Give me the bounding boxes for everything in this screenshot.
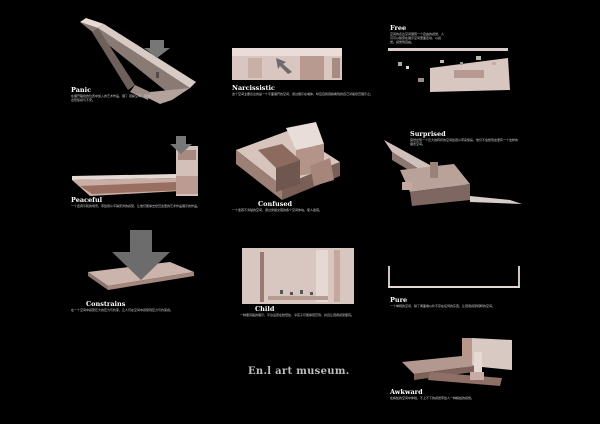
panel-label-narcissistic: Narcissistic — [232, 84, 275, 92]
page-title: En.l art museum. — [248, 366, 350, 377]
panel-caption-peaceful: 一个宽阔平和的场景，带给观众平静安详的感受，让他们能够去欣赏这里的艺术作品展示的… — [71, 204, 201, 208]
panel-caption-surprised: 突然出现一个巨大的转折的空间给观众带来惊喜，他们不会想到这里有一个这样的展览空间… — [410, 138, 519, 147]
panel-label-constrains: Constrains — [86, 300, 126, 308]
panel-caption-awkward: 在尴尬的空间中体验，不上不下的感觉带给人一种尴尬的感觉。 — [390, 396, 475, 400]
peaceful-model — [72, 136, 198, 196]
pure-model — [388, 266, 520, 288]
panel-label-surprised: Surprised — [410, 130, 446, 138]
surprised-model — [384, 140, 522, 206]
panel-caption-narcissistic: 这个空间主要表达的是一个平面展开的空间，通过展示在墙体，呼应自我观察看到的自己对… — [232, 92, 374, 96]
free-model — [388, 48, 510, 92]
panel-label-child: Child — [255, 305, 275, 313]
constrains-model — [88, 230, 194, 290]
panel-caption-child: 一种童真般的展示，平台设置在较低处，令孩子们能够观赏到，并且让观者感受童真。 — [240, 313, 355, 317]
panel-caption-constrains: 在一个空间中感受巨大的压力与约束，让人们在空间中感受到压力与约束感。 — [71, 308, 174, 312]
narcissistic-model — [232, 48, 342, 80]
panic-model — [80, 18, 196, 104]
panel-label-confused: Confused — [258, 200, 293, 208]
panel-caption-panic: 在展开路线的位置中加入的艺术作品，展了 观察空间，营造出恐慌感与不安。 — [71, 94, 150, 103]
panel-caption-confused: 一个迷惑不清楚的空间，通过穿插交错的各个空间体块，使人迷惑。 — [232, 208, 323, 212]
confused-model — [236, 122, 340, 200]
panel-label-pure: Pure — [390, 296, 408, 304]
panel-label-free: Free — [390, 24, 407, 32]
awkward-model — [402, 338, 512, 386]
panel-label-peaceful: Peaceful — [71, 196, 103, 204]
panel-caption-pure: 一个单纯的空间，除了两面墙以外不存在任何的东西，让观者感受纯粹的空间。 — [390, 304, 496, 308]
panel-label-panic: Panic — [71, 86, 92, 94]
child-model — [242, 248, 354, 304]
panel-label-awkward: Awkward — [390, 388, 423, 396]
panel-caption-free: 空间的表达空间展现一个自由的感觉，人们可以随意在展示空间里面走动，以感觉。感觉到… — [390, 32, 445, 45]
